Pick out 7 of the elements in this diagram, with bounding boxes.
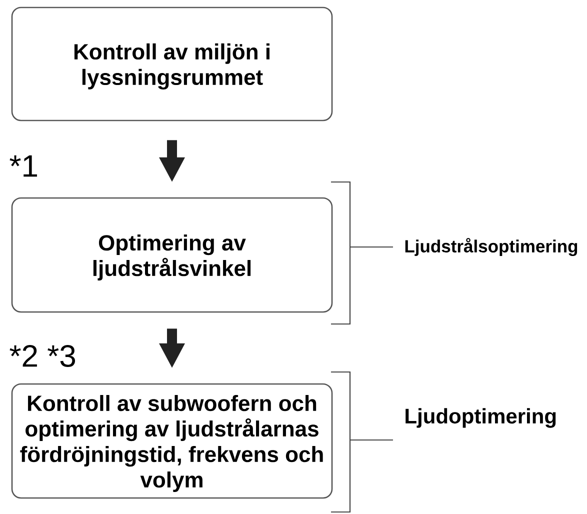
- process-box: Optimering av ljudstrålsvinkel: [11, 197, 333, 313]
- process-box: Kontroll av subwoofern och optimering av ljudstrålarnas fördröjningstid, frekvens och volym: [11, 383, 333, 499]
- bracket-label: Ljudstrålsoptimering: [405, 238, 578, 256]
- process-box: Kontroll av miljön i lyssningsrummet: [11, 6, 333, 122]
- bracket-label: Ljudoptimering: [406, 408, 556, 428]
- footnote-mark: *2 *3: [10, 345, 76, 367]
- footnote-mark: *1: [10, 155, 37, 177]
